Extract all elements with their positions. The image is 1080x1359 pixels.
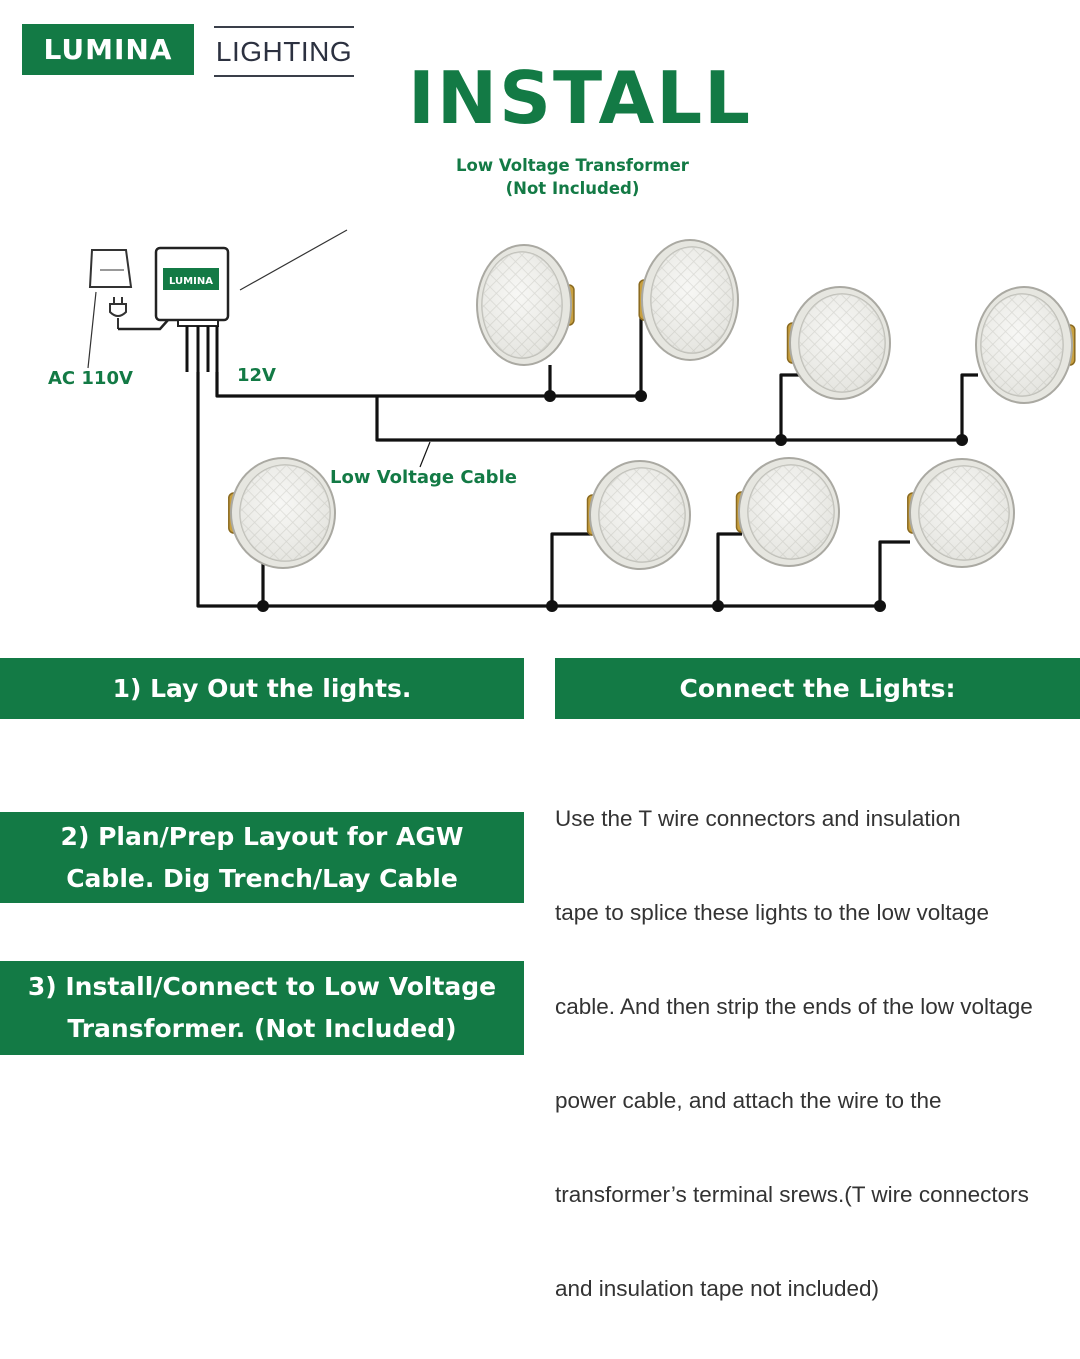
transformer-leads [185, 326, 219, 372]
step-2-line2: Cable. Dig Trench/Lay Cable [66, 863, 458, 893]
wiring-diagram: LUMINA [87, 229, 1076, 612]
plug-icon [109, 297, 127, 329]
light-bulb-icon [638, 239, 739, 361]
transformer-label-line1: Low Voltage Transformer [456, 156, 689, 175]
transformer-brand-label: LUMINA [169, 276, 213, 287]
instruction-line: tape to splice these lights to the low v… [555, 900, 990, 925]
brand-sub: LIGHTING [215, 35, 353, 67]
pointer-line [239, 229, 348, 291]
connect-instructions: Use the T wire connectors and insulation… [555, 748, 1075, 1359]
light-bulb-icon [476, 244, 575, 366]
light-bulb-icon [975, 286, 1076, 404]
instruction-line: power cable, and attach the wire to the [555, 1088, 942, 1113]
instruction-line: and insulation tape not included) [555, 1276, 879, 1301]
step-3-banner: 3) Install/Connect to Low Voltage Transf… [0, 961, 524, 1055]
brand-name: LUMINA [43, 33, 173, 66]
transformer-label: Low Voltage Transformer (Not Included) [420, 154, 725, 200]
light-bulb-icon [907, 458, 1015, 568]
light-bulb-icon [786, 286, 891, 400]
power-cord [118, 319, 169, 331]
connect-heading-banner: Connect the Lights: [555, 658, 1080, 719]
ac-pointer-line [87, 291, 97, 369]
light-bulb-icon [228, 457, 336, 569]
instruction-line: cable. And then strip the ends of the lo… [555, 994, 1033, 1019]
instruction-line: transformer’s terminal srews.(T wire con… [555, 1182, 1029, 1207]
transformer-box [154, 246, 230, 327]
transformer-label-line2: (Not Included) [505, 179, 640, 198]
step-1-banner: 1) Lay Out the lights. [0, 658, 524, 719]
wall-outlet-icon [88, 249, 133, 288]
instruction-line: Use the T wire connectors and insulation [555, 806, 961, 831]
step-3-line1: 3) Install/Connect to Low Voltage [27, 972, 497, 1001]
light-bulb-icon [586, 460, 691, 570]
brand-logo: LUMINA [22, 24, 194, 75]
junction-dots [257, 390, 968, 612]
step-2-line1: 2) Plan/Prep Layout for AGW [60, 821, 464, 851]
step-2-banner: 2) Plan/Prep Layout for AGW Cable. Dig T… [0, 812, 524, 903]
step-3-line2: Transformer. (Not Included) [67, 1014, 457, 1043]
ac-label: AC 110V [48, 368, 133, 389]
cable-label: Low Voltage Cable [330, 467, 517, 488]
page-title: INSTALL [408, 56, 752, 140]
connect-heading: Connect the Lights: [679, 674, 956, 703]
brand-subtitle: LIGHTING [214, 26, 354, 77]
step-1-text: 1) Lay Out the lights. [112, 674, 412, 703]
voltage-label: 12V [237, 365, 276, 386]
light-bulb-icon [735, 457, 840, 567]
